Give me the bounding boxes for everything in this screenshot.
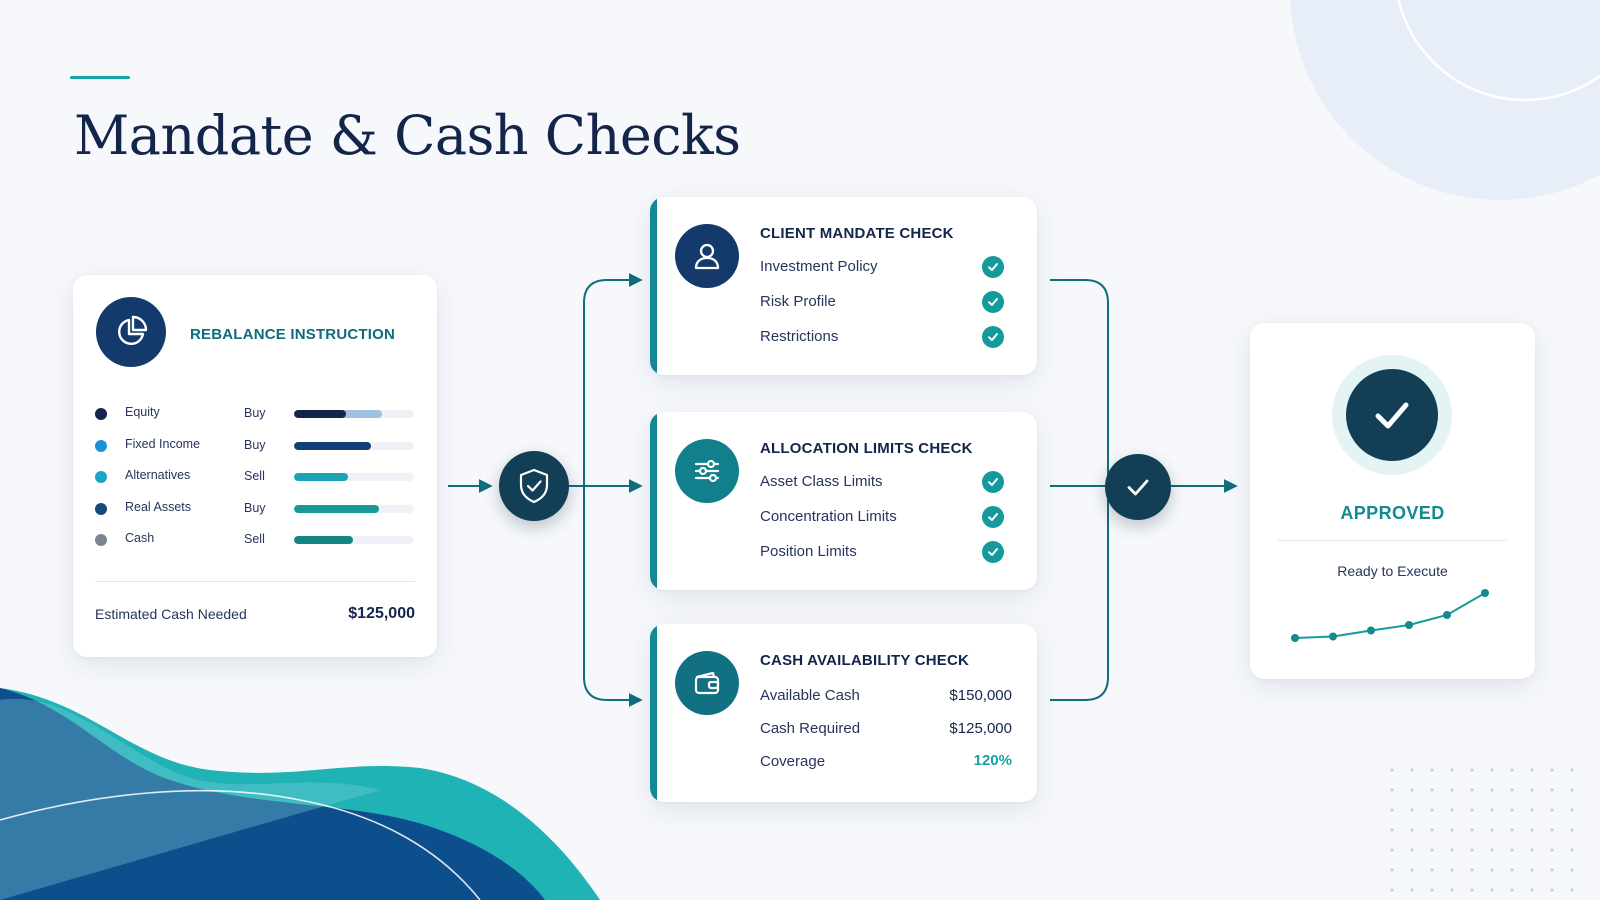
trend-point [1443, 611, 1451, 619]
asset-progress-fill [294, 410, 346, 418]
shield-check-icon [519, 468, 549, 504]
asset-progress-fill [294, 536, 353, 544]
wallet-icon [675, 651, 739, 715]
user-icon [675, 224, 739, 288]
check-circle-icon [982, 471, 1004, 493]
check-circle-icon [982, 541, 1004, 563]
asset-name: Cash [125, 531, 155, 545]
asset-progress-fill-secondary [342, 410, 382, 418]
asset-name: Fixed Income [125, 436, 201, 451]
check-title: ALLOCATION LIMITS CHECK [760, 440, 973, 457]
asset-dot [95, 439, 107, 452]
trend-point [1367, 626, 1375, 635]
asset-dot [95, 471, 107, 483]
asset-action: Buy [244, 406, 266, 420]
trend-point [1481, 589, 1489, 597]
shield-check-node [499, 451, 569, 521]
check-item: Risk Profile [760, 293, 836, 310]
page-title: Mandate & Cash Checks [74, 104, 741, 167]
asset-name: Alternatives [125, 468, 191, 482]
check-circle-icon [982, 326, 1004, 348]
cash-row-value: $150,000 [949, 687, 1012, 704]
asset-progress-bar [294, 473, 414, 481]
trend-point [1405, 621, 1413, 629]
trend-line [1294, 592, 1486, 639]
coverage-value: 120% [973, 752, 1012, 769]
checkmark-icon [1346, 369, 1438, 461]
asset-progress-fill [294, 504, 380, 513]
check-circle-icon [982, 291, 1004, 313]
trend-sparkline [1291, 589, 1489, 642]
asset-action: Sell [244, 469, 265, 483]
check-item: Investment Policy [760, 258, 878, 275]
check-title: CASH AVAILABILITY CHECK [760, 652, 970, 669]
client-mandate-check-card: CLIENT MANDATE CHECK Investment Policy R… [650, 197, 1037, 375]
divider [1278, 540, 1507, 541]
estimated-cash-value: $125,000 [348, 605, 415, 622]
asset-row: Real Assets Buy [95, 498, 415, 518]
title-accent-line [70, 76, 130, 79]
check-item: Asset Class Limits [760, 473, 883, 490]
ready-to-execute-label: Ready to Execute [1337, 563, 1448, 579]
asset-row: Alternatives Sell [95, 466, 415, 486]
check-item: Position Limits [760, 543, 857, 560]
divider [95, 581, 415, 582]
card-accent-bar [650, 624, 657, 802]
asset-progress-bar [294, 504, 414, 513]
asset-row: Equity Buy [95, 403, 415, 423]
rebalance-title: REBALANCE INSTRUCTION [190, 326, 396, 343]
asset-row: Fixed Income Buy [95, 435, 415, 455]
approved-label: APPROVED [1340, 503, 1445, 523]
check-circle-icon [982, 256, 1004, 278]
estimated-cash-label: Estimated Cash Needed [95, 606, 247, 622]
asset-name: Real Assets [125, 499, 192, 514]
check-circle-icon [982, 506, 1004, 528]
cash-availability-check-card: CASH AVAILABILITY CHECK Available Cash $… [650, 624, 1037, 802]
asset-action: Buy [244, 500, 266, 515]
asset-progress-fill [294, 441, 371, 450]
card-accent-bar [650, 197, 657, 375]
cash-row-label: Cash Required [760, 720, 861, 737]
asset-progress-bar [294, 536, 414, 544]
cash-row-label: Available Cash [760, 687, 860, 704]
asset-progress-fill [294, 473, 348, 481]
check-item: Restrictions [760, 328, 839, 345]
card-accent-bar [650, 412, 657, 590]
check-title: CLIENT MANDATE CHECK [760, 225, 954, 242]
asset-progress-bar [294, 441, 414, 450]
allocation-limits-check-card: ALLOCATION LIMITS CHECK Asset Class Limi… [650, 412, 1037, 590]
asset-dot [95, 534, 107, 546]
asset-row: Cash Sell [95, 529, 415, 549]
asset-progress-bar [294, 410, 414, 418]
cash-row-label: Coverage [760, 753, 826, 770]
sliders-icon [675, 439, 739, 503]
trend-point [1329, 632, 1337, 641]
asset-name: Equity [125, 405, 160, 419]
approved-card: APPROVED Ready to Execute [1250, 323, 1535, 679]
pie-chart-icon [96, 297, 166, 367]
asset-dot [95, 502, 107, 515]
trend-point [1291, 634, 1299, 642]
merge-check-node [1105, 454, 1171, 520]
asset-action: Sell [244, 532, 265, 546]
asset-action: Buy [244, 437, 266, 452]
asset-dot [95, 408, 107, 420]
checkmark-icon [1127, 479, 1149, 496]
check-item: Concentration Limits [760, 508, 897, 525]
cash-row-value: $125,000 [949, 720, 1012, 737]
